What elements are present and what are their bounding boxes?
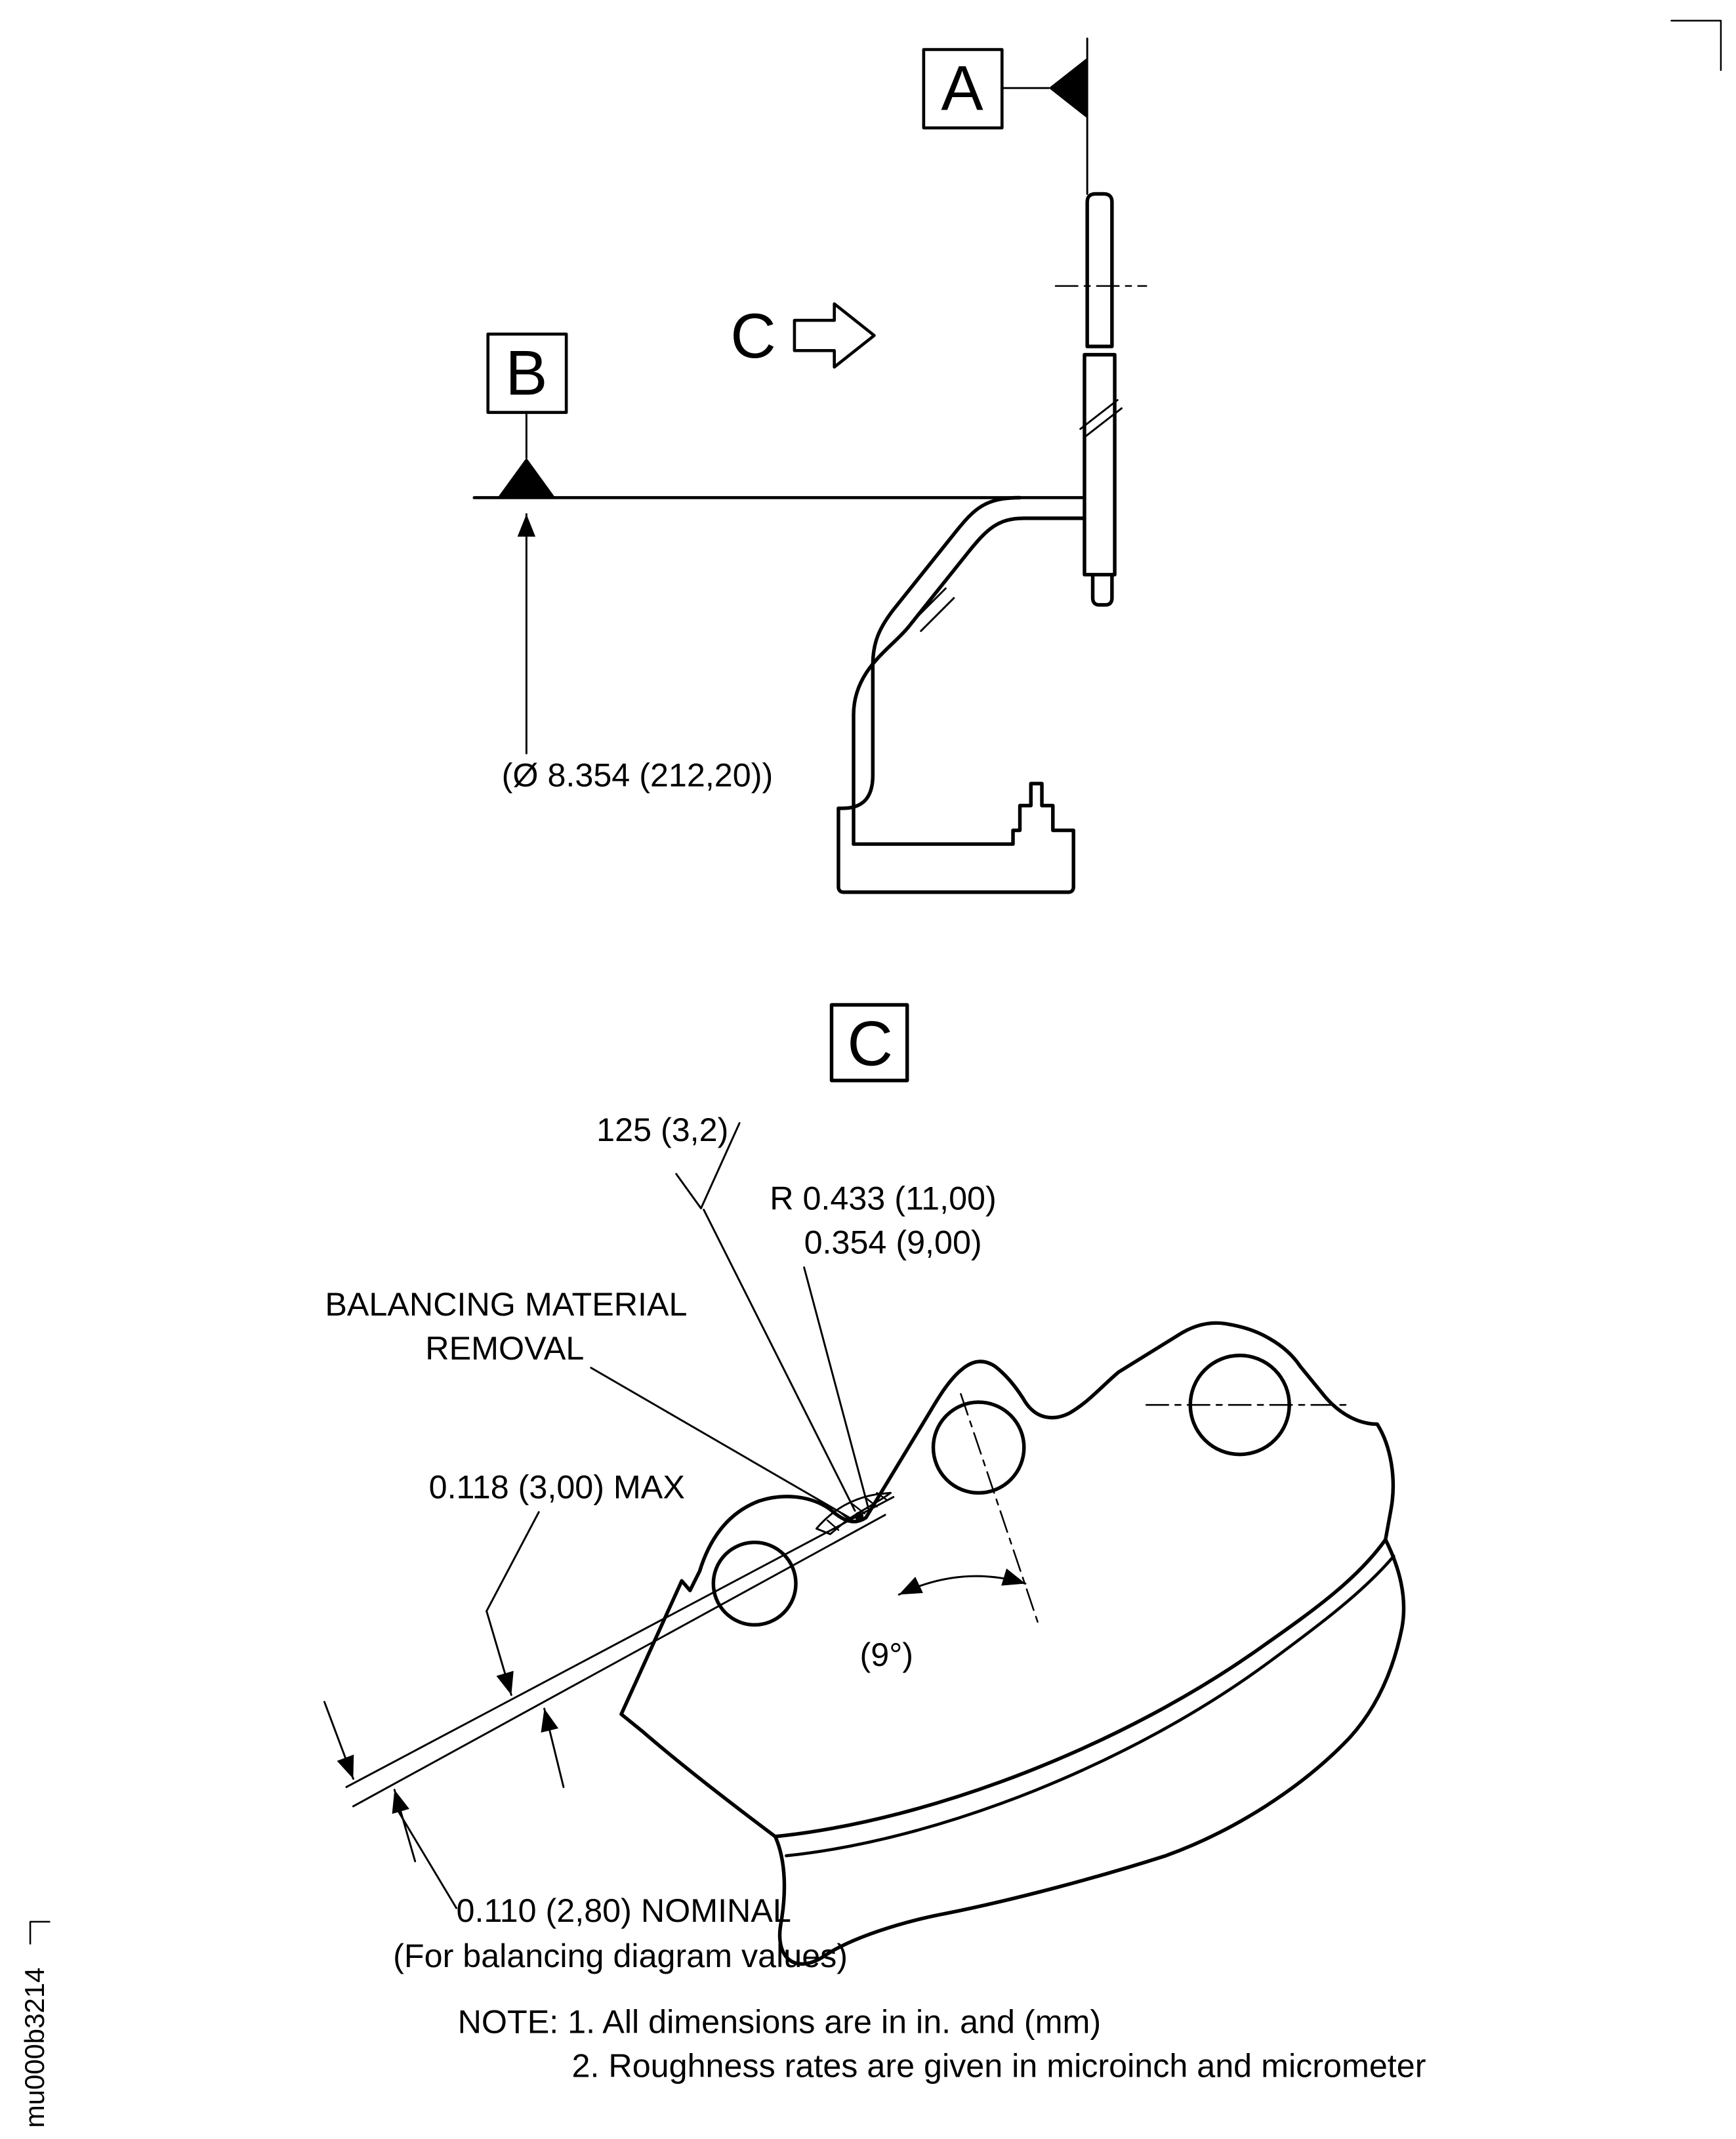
hole-2-radial-centerline <box>960 1393 1041 1627</box>
rim-upper-section <box>1085 192 1114 348</box>
rim-arc-inner <box>773 1537 1388 1838</box>
radius-dimension: R 0.433 (11,00) <box>770 1180 997 1217</box>
view-direction-label: C <box>730 301 776 371</box>
datum-a-label: A <box>941 54 983 124</box>
removal-hatch-outline <box>815 1491 892 1535</box>
balance-hole-1 <box>711 1540 798 1627</box>
nominal-arrow-1 <box>323 1701 354 1780</box>
depth-dimension: 0.354 (9,00) <box>804 1224 982 1261</box>
rim-lower-section <box>1083 352 1117 577</box>
rim-arc-outer <box>785 1554 1395 1858</box>
plate-lower-contour <box>852 516 1086 846</box>
cut-line-upper <box>345 1496 895 1789</box>
max-depth-dimension: 0.118 (3,00) MAX <box>429 1468 685 1506</box>
hub-foot-contour <box>837 781 1075 894</box>
balance-hole-2 <box>931 1400 1026 1495</box>
nominal-arrow-2 <box>392 1789 417 1863</box>
datum-b-triangle <box>497 457 556 498</box>
cut-line-lower <box>352 1514 886 1808</box>
roughness-value: 125 (3,2) <box>596 1111 728 1148</box>
removal-hatch-lines <box>826 1492 888 1531</box>
view-direction-arrow <box>793 302 876 369</box>
angle-dimension: (9°) <box>860 1636 914 1673</box>
roughness-symbol <box>675 1122 741 1210</box>
view-c: C 125 (3,2) R 0.433 (11,00) 0.354 (9,00)… <box>323 1003 1406 1974</box>
nominal-dimension: 0.110 (2,80) NOMINAL <box>457 1892 791 1929</box>
plate-break-mark-2 <box>920 596 955 633</box>
angle-dimension-arc <box>898 1568 1027 1596</box>
plate-upper-contour <box>837 495 1022 810</box>
figure-id: mu000b3214 <box>19 1921 51 2129</box>
note-line1: NOTE: 1. All dimensions are in in. and (… <box>458 2003 1102 2041</box>
balancing-callout-line1: BALANCING MATERIAL <box>325 1285 687 1323</box>
max-depth-arrow-2 <box>541 1707 565 1789</box>
note-line2: 2. Roughness rates are given in microinc… <box>572 2047 1426 2085</box>
border-corner-mark <box>1670 20 1722 72</box>
balancing-callout-line2: REMOVAL <box>425 1329 584 1367</box>
part-fragment-outline <box>619 1321 1406 1966</box>
datum-b-label: B <box>505 338 547 408</box>
max-depth-arrow-1 <box>486 1609 514 1696</box>
nominal-leader <box>398 1810 458 1909</box>
callout-leader <box>590 1367 851 1519</box>
max-depth-leader <box>486 1511 540 1612</box>
radius-leader <box>803 1266 870 1510</box>
notes-block: NOTE: 1. All dimensions are in in. and (… <box>458 2003 1426 2085</box>
datum-a-triangle <box>1048 58 1088 119</box>
rim-break-mark-2 <box>1083 407 1123 438</box>
plate-break-mark-1 <box>911 587 947 623</box>
roughness-leader <box>703 1209 856 1512</box>
view-c-label: C <box>847 1009 893 1079</box>
side-view: A C B (Ø 8.354 (212,20)) <box>472 37 1147 894</box>
diameter-dimension: (Ø 8.354 (212,20)) <box>502 756 774 793</box>
rim-bottom-tab <box>1090 573 1114 607</box>
figure-id-bracket <box>29 1921 51 1945</box>
rim-break-mark-1 <box>1079 399 1119 430</box>
figure-id-text: mu000b3214 <box>19 1968 50 2129</box>
nominal-dimension-note: (For balancing diagram values) <box>393 1937 848 1974</box>
view-c-frame <box>829 1003 909 1083</box>
